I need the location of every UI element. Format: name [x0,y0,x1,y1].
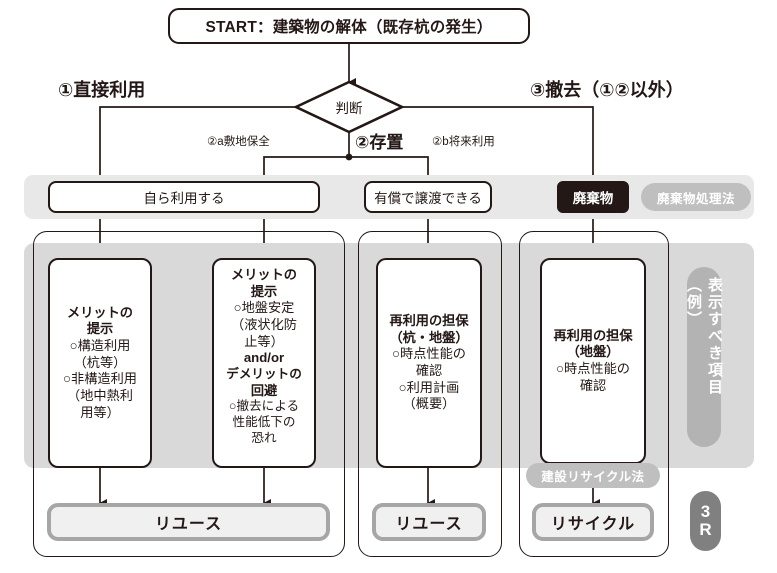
card-line: and/or [243,350,285,366]
corner-label-line2: R [699,520,712,539]
start-label: START：建築物の解体（既存杭の発生） [205,19,493,36]
card-line: （杭等） [73,354,127,370]
result-reuse-left: リユース [47,503,330,541]
card-line: 提示 [250,283,278,299]
law-tag-waste-disposal: 廃棄物処理法 [641,183,751,211]
card-line: ○時点性能の [392,346,466,362]
start-box: START：建築物の解体（既存杭の発生） [168,8,530,44]
card-line: 回避 [250,382,278,398]
decision-label: 判断 [335,101,363,116]
card-line: 再利用の担保 [389,313,469,329]
card-merit-ground: メリットの 提示 ○地盤安定 （液状化防 止等） and/or デメリットの 回… [212,258,316,468]
card-reuse-guarantee-ground: 再利用の担保 （地盤） ○時点性能の 確認 [540,258,646,464]
card-line: （地盤） [566,344,620,360]
corner-label-line1: 3 [700,502,711,522]
card-line: デメリットの [226,366,302,381]
band-box-paid-transfer: 有償で譲渡できる [364,181,492,213]
band-box-self-use: 自ら利用する [48,181,320,213]
band-box-waste: 廃棄物 [557,181,629,213]
card-line: 用等） [80,404,120,420]
corner-label-3r: 3 R [690,491,721,551]
card-line: ○時点性能の [556,361,630,376]
card-line: （杭・地盤） [389,329,469,345]
card-line: ○利用計画 [398,379,460,395]
result-recycle-right: リサイクル [532,503,654,541]
branch-label-storage: ②存置 [355,133,404,152]
card-line: ○構造利用 [69,338,131,354]
card-line: 確認 [415,363,443,378]
card-reuse-guarantee-pile-ground: 再利用の担保 （杭・地盤） ○時点性能の 確認 ○利用計画 （概要） [376,258,482,468]
law-tag-construction-recycle: 建設リサイクル法 [526,463,660,488]
card-line: （概要） [402,396,456,412]
card-merit-structural: メリットの 提示 ○構造利用 （杭等） ○非構造利用 （地中熱利 用等） [48,258,152,468]
group-outline-storage [358,231,502,557]
card-line: 止等） [244,333,284,349]
branch-label-site-preserve: ②a敷地保全 [207,136,270,148]
card-line: メリットの [67,304,133,320]
card-line: ○非構造利用 [63,371,137,387]
branch-label-future-use: ②b将来利用 [432,136,495,148]
card-line: 確認 [579,377,607,393]
card-line: メリットの [231,267,297,282]
card-line: （地中熱利 [67,387,133,403]
card-line: ○地盤安定 [233,300,295,316]
card-line: 性能低下の [232,415,296,430]
group-outline-direct-use [33,231,345,557]
side-label-display-items: 表示すべき項目（例） [685,267,723,447]
card-line: 恐れ [251,430,277,445]
branch-label-removal: ③撤去（①②以外） [530,80,684,100]
group-outline-removal [519,231,669,557]
result-reuse-middle: リユース [372,503,486,541]
card-line: ○撤去による [228,399,300,414]
card-line: 提示 [86,321,114,337]
card-line: 再利用の担保 [553,327,633,343]
branch-label-direct-use: ①直接利用 [58,80,146,100]
card-line: （液状化防 [231,316,297,332]
